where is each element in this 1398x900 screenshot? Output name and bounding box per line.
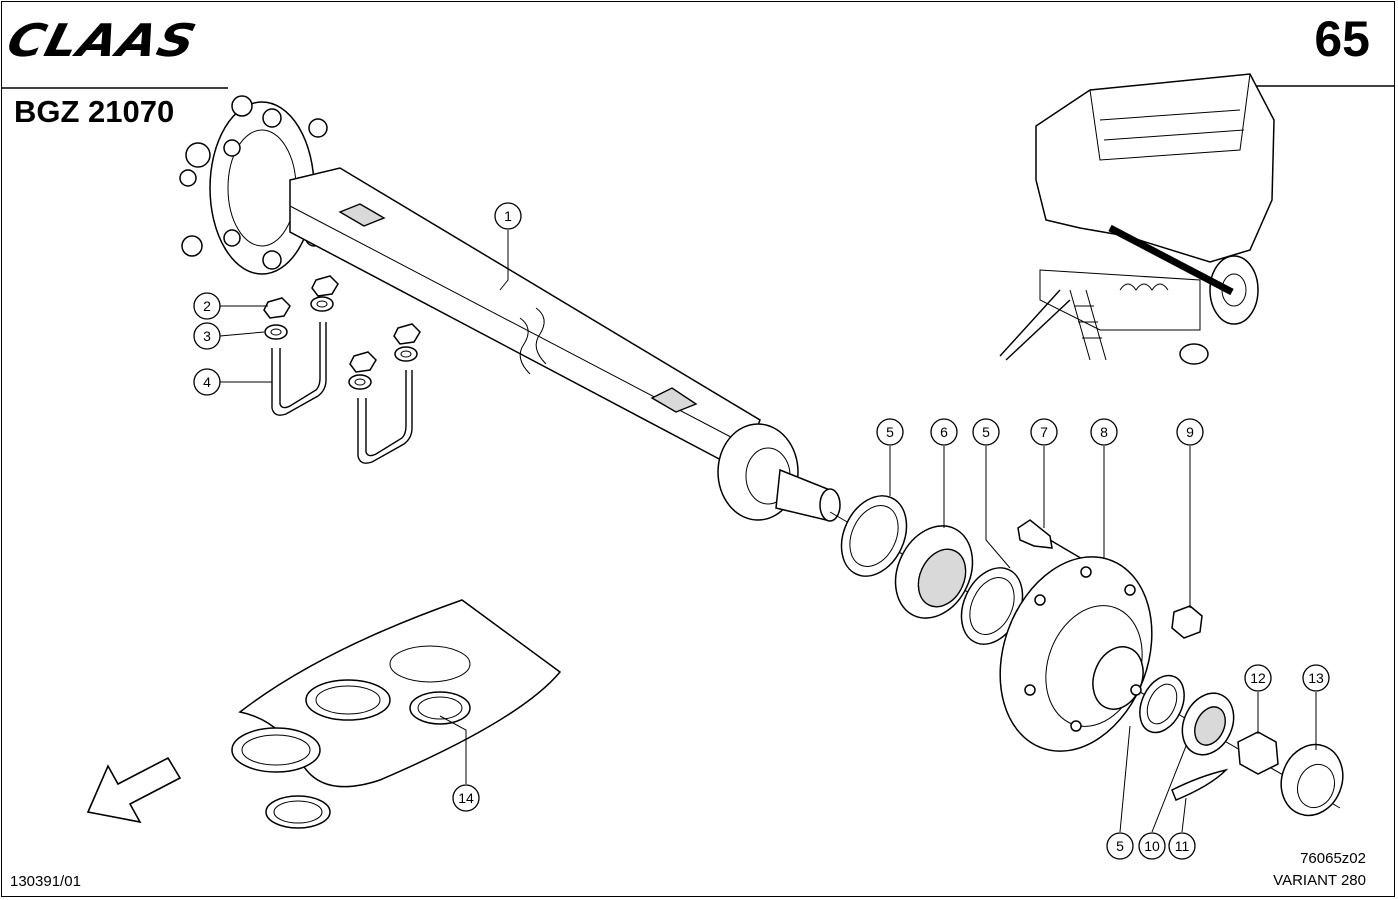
svg-text:13: 13: [1308, 670, 1324, 686]
svg-text:8: 8: [1100, 424, 1108, 440]
doc-code: BGZ 21070: [14, 94, 175, 129]
svg-text:4: 4: [203, 374, 211, 390]
arrow-down-left-icon: [86, 756, 182, 824]
doc-reference: 130391/01: [10, 873, 81, 890]
svg-text:9: 9: [1186, 424, 1194, 440]
callout-8: 8: [1090, 418, 1118, 446]
svg-text:14: 14: [458, 790, 474, 806]
callout-4: 4: [193, 368, 221, 396]
callout-3: 3: [193, 322, 221, 350]
seal-kit: [231, 599, 562, 829]
svg-text:1: 1: [504, 208, 512, 224]
axle-beam: [179, 95, 841, 522]
baler-overview-sketch: [999, 73, 1275, 365]
hub-assembly: [829, 495, 1344, 817]
svg-text:11: 11: [1175, 838, 1190, 854]
svg-text:2: 2: [203, 298, 211, 314]
callout-11: 11: [1168, 832, 1196, 860]
callout-10: 10: [1138, 832, 1166, 860]
callout-9: 9: [1176, 418, 1204, 446]
callout-5-lower: 5: [1106, 832, 1134, 860]
callout-7: 7: [1030, 418, 1058, 446]
figure-code: 76065z02: [1300, 850, 1366, 867]
callout-1: 1: [494, 202, 522, 230]
callout-6: 6: [930, 418, 958, 446]
callout-12: 12: [1244, 664, 1272, 692]
callout-5-upper-right: 5: [972, 418, 1000, 446]
u-bolt-set: [263, 275, 421, 464]
callout-14: 14: [452, 784, 480, 812]
callout-2: 2: [193, 292, 221, 320]
svg-text:5: 5: [886, 424, 894, 440]
svg-text:12: 12: [1250, 670, 1266, 686]
page-number: 65: [1314, 11, 1370, 67]
model-name: VARIANT 280: [1273, 872, 1366, 889]
callout-13: 13: [1302, 664, 1330, 692]
svg-text:6: 6: [940, 424, 948, 440]
svg-text:5: 5: [1116, 838, 1124, 854]
svg-text:10: 10: [1144, 838, 1160, 854]
svg-text:7: 7: [1040, 424, 1048, 440]
leader-lines: [219, 230, 1317, 833]
svg-text:5: 5: [982, 424, 990, 440]
callout-5-upper-left: 5: [876, 418, 904, 446]
svg-text:3: 3: [203, 328, 211, 344]
